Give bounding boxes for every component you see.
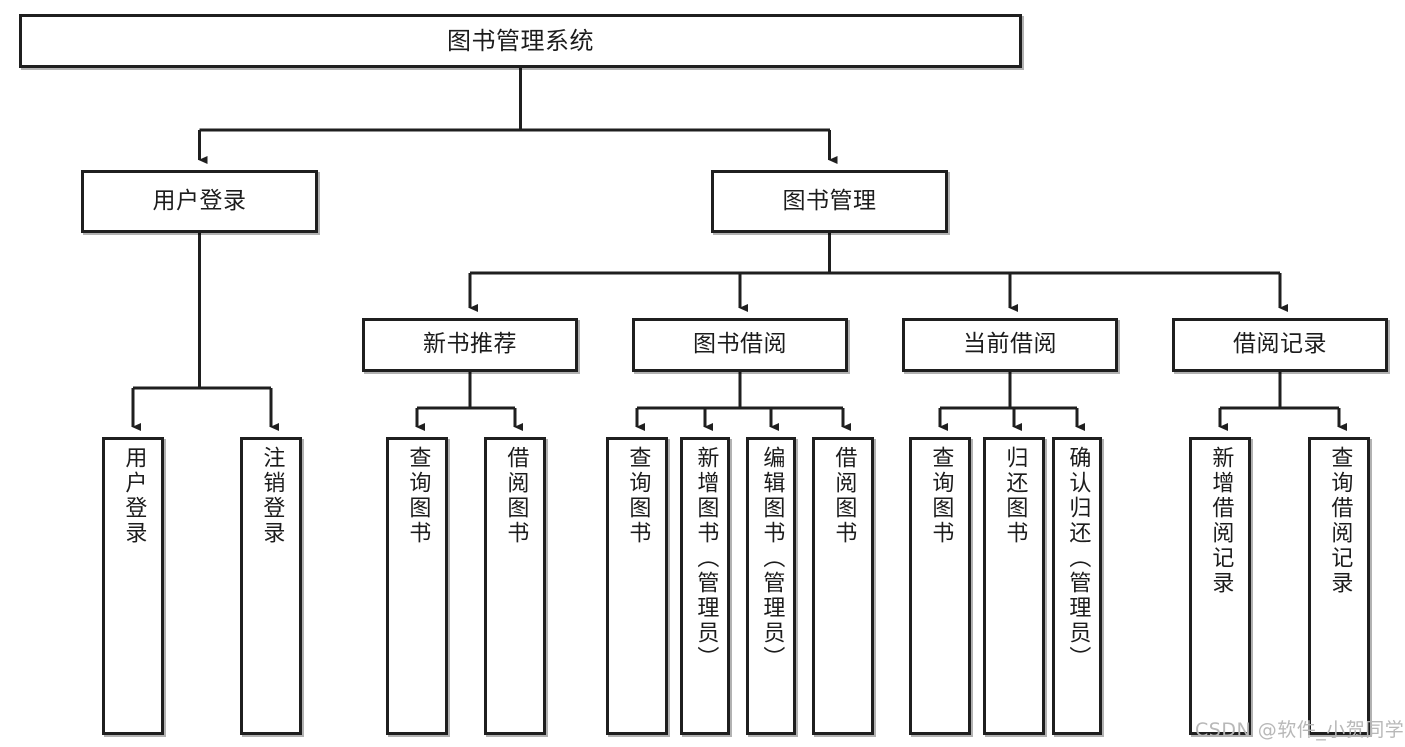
leaf-add-record-label: 新增借阅记录	[1208, 446, 1234, 596]
node-user-login-label: 用户登录	[152, 187, 247, 214]
node-current-borrow[interactable]: 当前借阅	[902, 318, 1118, 372]
leaf-borrow-book[interactable]: 借阅图书	[812, 437, 874, 735]
leaf-confirm-return[interactable]: 确认归还（管理员）	[1052, 437, 1102, 735]
node-root-label: 图书管理系统	[447, 26, 594, 55]
leaf-add-record[interactable]: 新增借阅记录	[1189, 437, 1251, 735]
node-borrow-record-label: 借阅记录	[1233, 331, 1327, 358]
leaf-query-book-borrow-label: 查询图书	[625, 446, 651, 546]
leaf-user-login-label: 用户登录	[121, 446, 147, 546]
leaf-query-record-label: 查询借阅记录	[1327, 446, 1353, 596]
leaf-user-login[interactable]: 用户登录	[102, 437, 164, 735]
leaf-query-record[interactable]: 查询借阅记录	[1308, 437, 1370, 735]
node-current-borrow-label: 当前借阅	[963, 331, 1057, 358]
node-user-login[interactable]: 用户登录	[81, 170, 318, 233]
node-new-book-recommend[interactable]: 新书推荐	[362, 318, 578, 372]
node-book-manage[interactable]: 图书管理	[711, 170, 948, 233]
leaf-query-book-rec-label: 查询图书	[405, 446, 431, 546]
leaf-user-logout-label: 注销登录	[259, 446, 285, 546]
leaf-borrow-book-rec[interactable]: 借阅图书	[484, 437, 546, 735]
node-book-borrow-label: 图书借阅	[693, 331, 787, 358]
leaf-add-book-label: 新增图书（管理员）	[693, 446, 719, 671]
leaf-confirm-return-label: 确认归还（管理员）	[1065, 446, 1091, 671]
leaf-query-book-cur-label: 查询图书	[928, 446, 954, 546]
node-borrow-record[interactable]: 借阅记录	[1172, 318, 1388, 372]
leaf-add-book[interactable]: 新增图书（管理员）	[680, 437, 730, 735]
node-root[interactable]: 图书管理系统	[19, 14, 1022, 68]
leaf-return-book[interactable]: 归还图书	[983, 437, 1045, 735]
leaf-borrow-book-label: 借阅图书	[831, 446, 857, 546]
leaf-edit-book[interactable]: 编辑图书（管理员）	[746, 437, 796, 735]
leaf-borrow-book-rec-label: 借阅图书	[503, 446, 529, 546]
leaf-edit-book-label: 编辑图书（管理员）	[759, 446, 785, 671]
node-new-book-recommend-label: 新书推荐	[423, 331, 517, 358]
leaf-user-logout[interactable]: 注销登录	[240, 437, 302, 735]
csdn-watermark: CSDN @软件_小贺同学	[1195, 719, 1405, 741]
leaf-query-book-rec[interactable]: 查询图书	[386, 437, 448, 735]
leaf-return-book-label: 归还图书	[1002, 446, 1028, 546]
node-book-manage-label: 图书管理	[782, 187, 877, 214]
leaf-query-book-cur[interactable]: 查询图书	[909, 437, 971, 735]
node-book-borrow[interactable]: 图书借阅	[632, 318, 848, 372]
leaf-query-book-borrow[interactable]: 查询图书	[606, 437, 668, 735]
